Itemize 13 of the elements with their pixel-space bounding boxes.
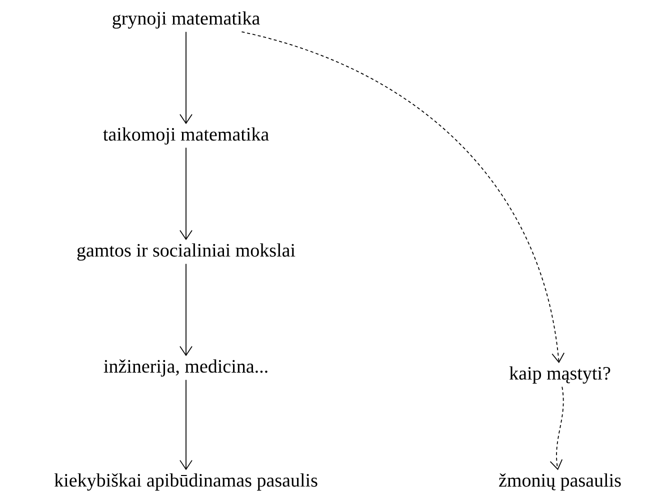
text-label: taikomoji matematika [103,127,269,145]
arrow [550,386,564,470]
text-label: kaip mąstyti? [509,366,610,384]
arrow [180,147,192,240]
arrow [180,263,192,356]
text-label: inžinerija, medicina... [104,359,268,377]
text-label: gamtos ir socialiniai mokslai [77,243,296,261]
text-label: kiekybiškai apibūdinamas pasaulis [54,473,318,491]
arrow [180,31,192,124]
arrow [180,379,192,470]
text-label: grynoji matematika [112,11,260,29]
arrow [241,31,565,364]
text-label: žmonių pasaulis [499,473,621,491]
